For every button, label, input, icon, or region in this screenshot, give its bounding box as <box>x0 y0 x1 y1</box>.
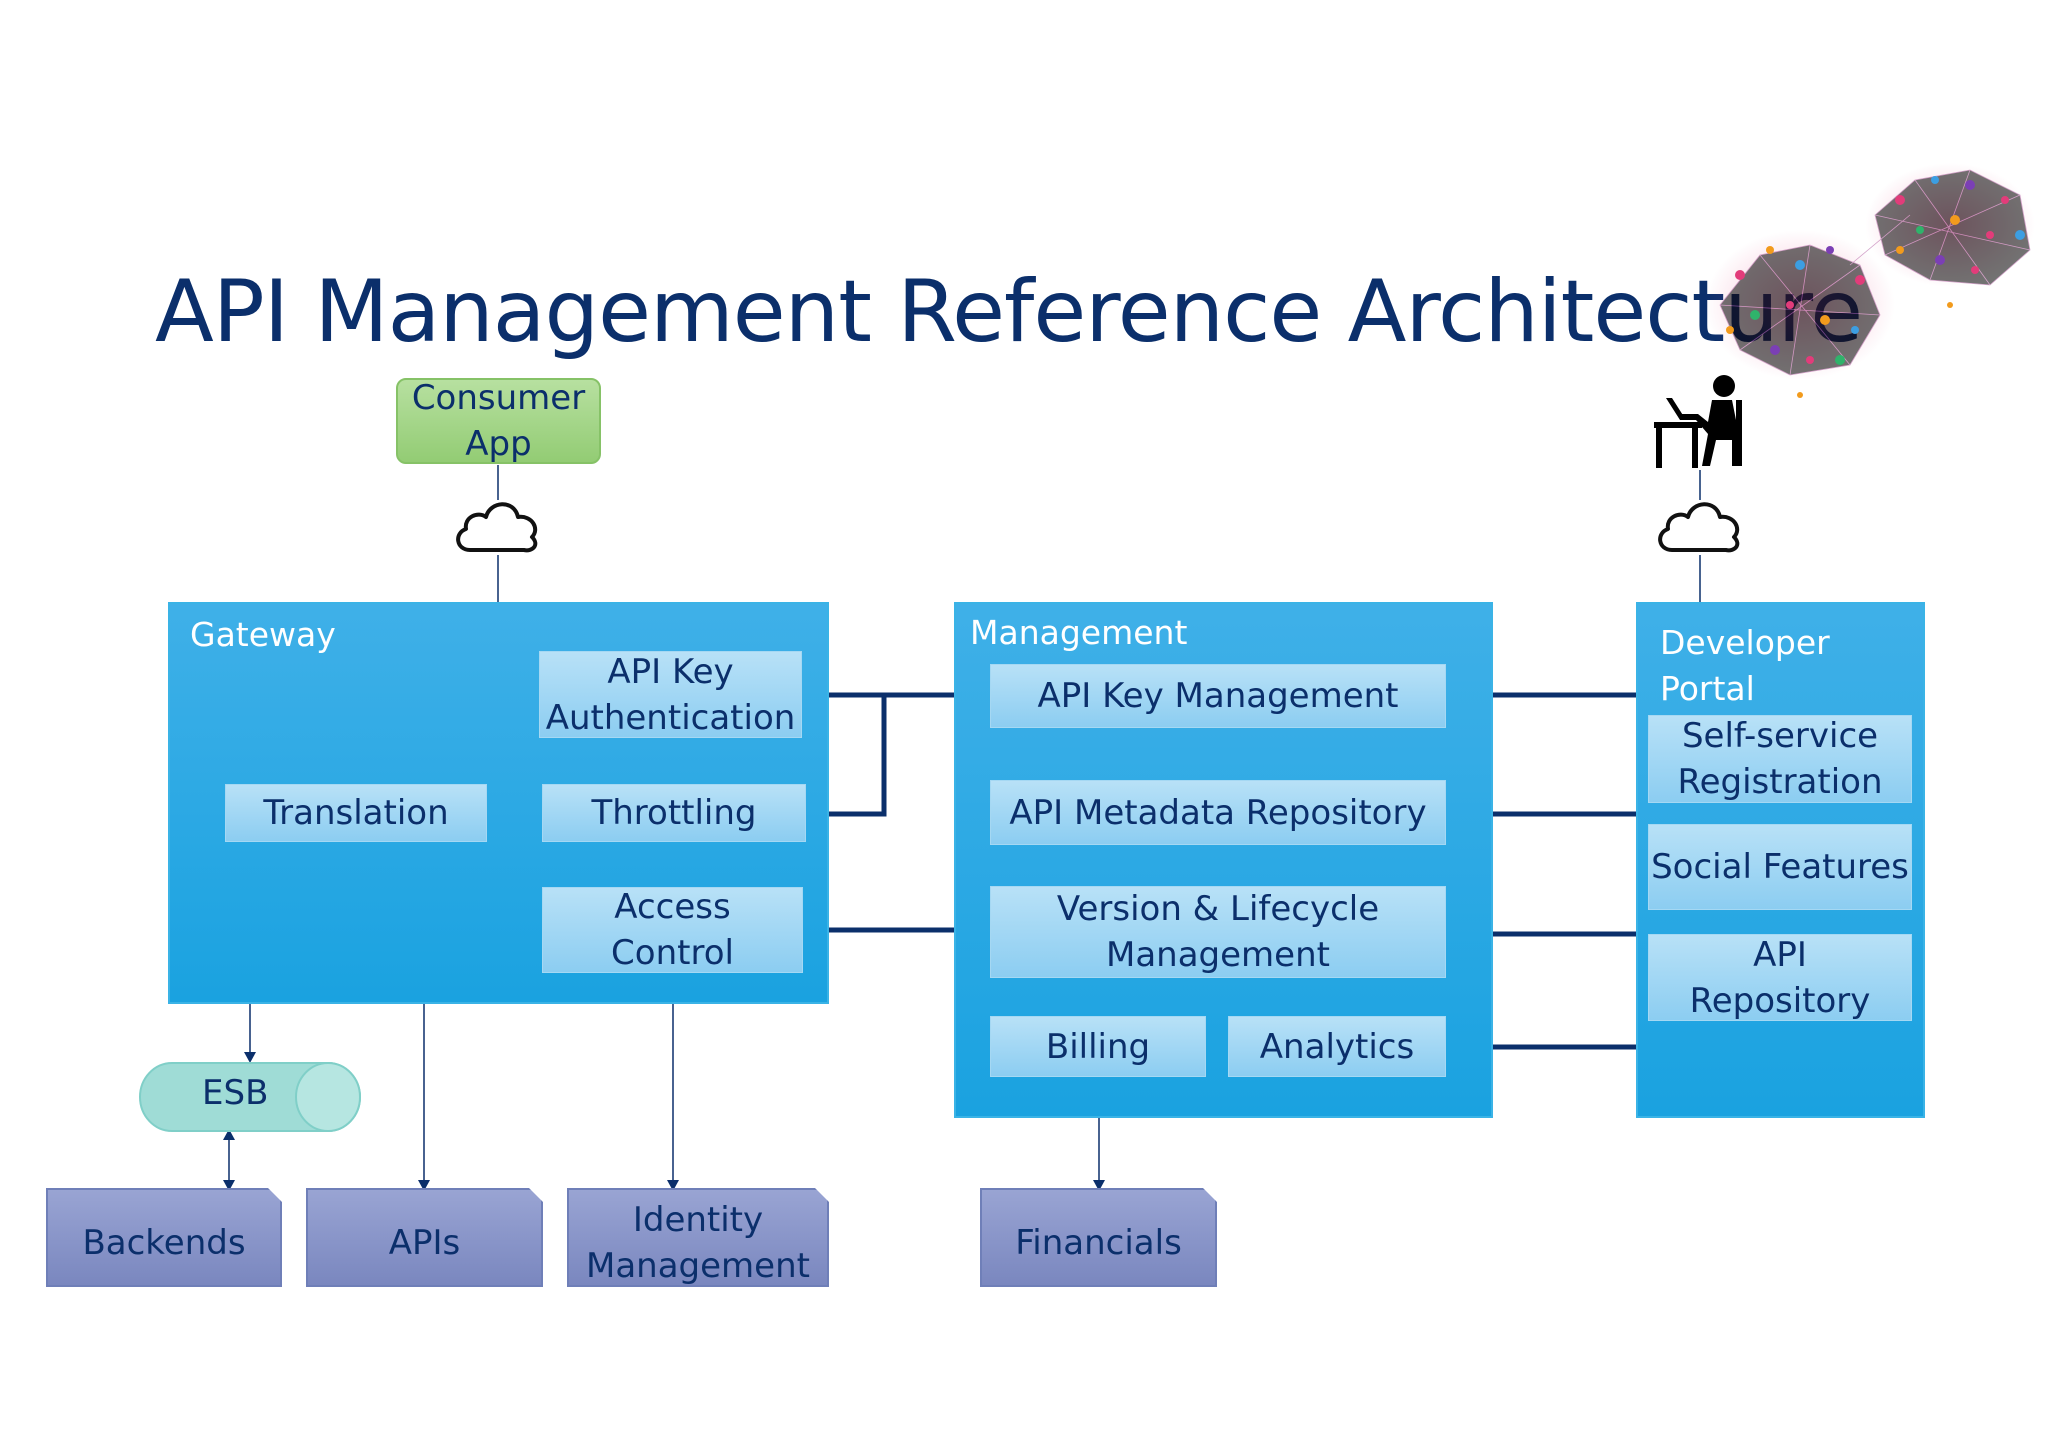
access-control-box: Access Control <box>542 887 803 973</box>
api-repository-box: API Repository <box>1648 934 1912 1021</box>
esb-cylinder <box>139 1062 361 1132</box>
financials-box: Financials <box>980 1188 1217 1287</box>
management-label: Management <box>970 613 1188 652</box>
consumer-app-box: Consumer App <box>396 378 601 464</box>
api-key-management-box: API Key Management <box>990 664 1446 728</box>
developer-portal-label: Developer Portal <box>1660 623 1830 708</box>
throttling-box: Throttling <box>542 784 806 842</box>
cloud-icon <box>1658 502 1740 553</box>
network-brains-icon <box>1705 163 2035 398</box>
identity-management-box: Identity Management <box>567 1188 829 1287</box>
apis-box: APIs <box>306 1188 543 1287</box>
social-features-box: Social Features <box>1648 824 1912 910</box>
esb-label: ESB <box>202 1073 269 1113</box>
api-metadata-repository-box: API Metadata Repository <box>990 780 1446 845</box>
person-at-desk-icon <box>1654 375 1742 468</box>
backends-box: Backends <box>46 1188 282 1287</box>
billing-box: Billing <box>990 1016 1206 1077</box>
cloud-icon <box>456 502 538 553</box>
api-key-authentication-box: API Key Authentication <box>539 651 802 738</box>
self-service-registration-box: Self-service Registration <box>1648 715 1912 803</box>
analytics-box: Analytics <box>1228 1016 1446 1077</box>
version-lifecycle-box: Version & Lifecycle Management <box>990 886 1446 978</box>
page-title: API Management Reference Architecture <box>155 262 1863 362</box>
translation-box: Translation <box>225 784 487 842</box>
gateway-label: Gateway <box>190 615 336 654</box>
